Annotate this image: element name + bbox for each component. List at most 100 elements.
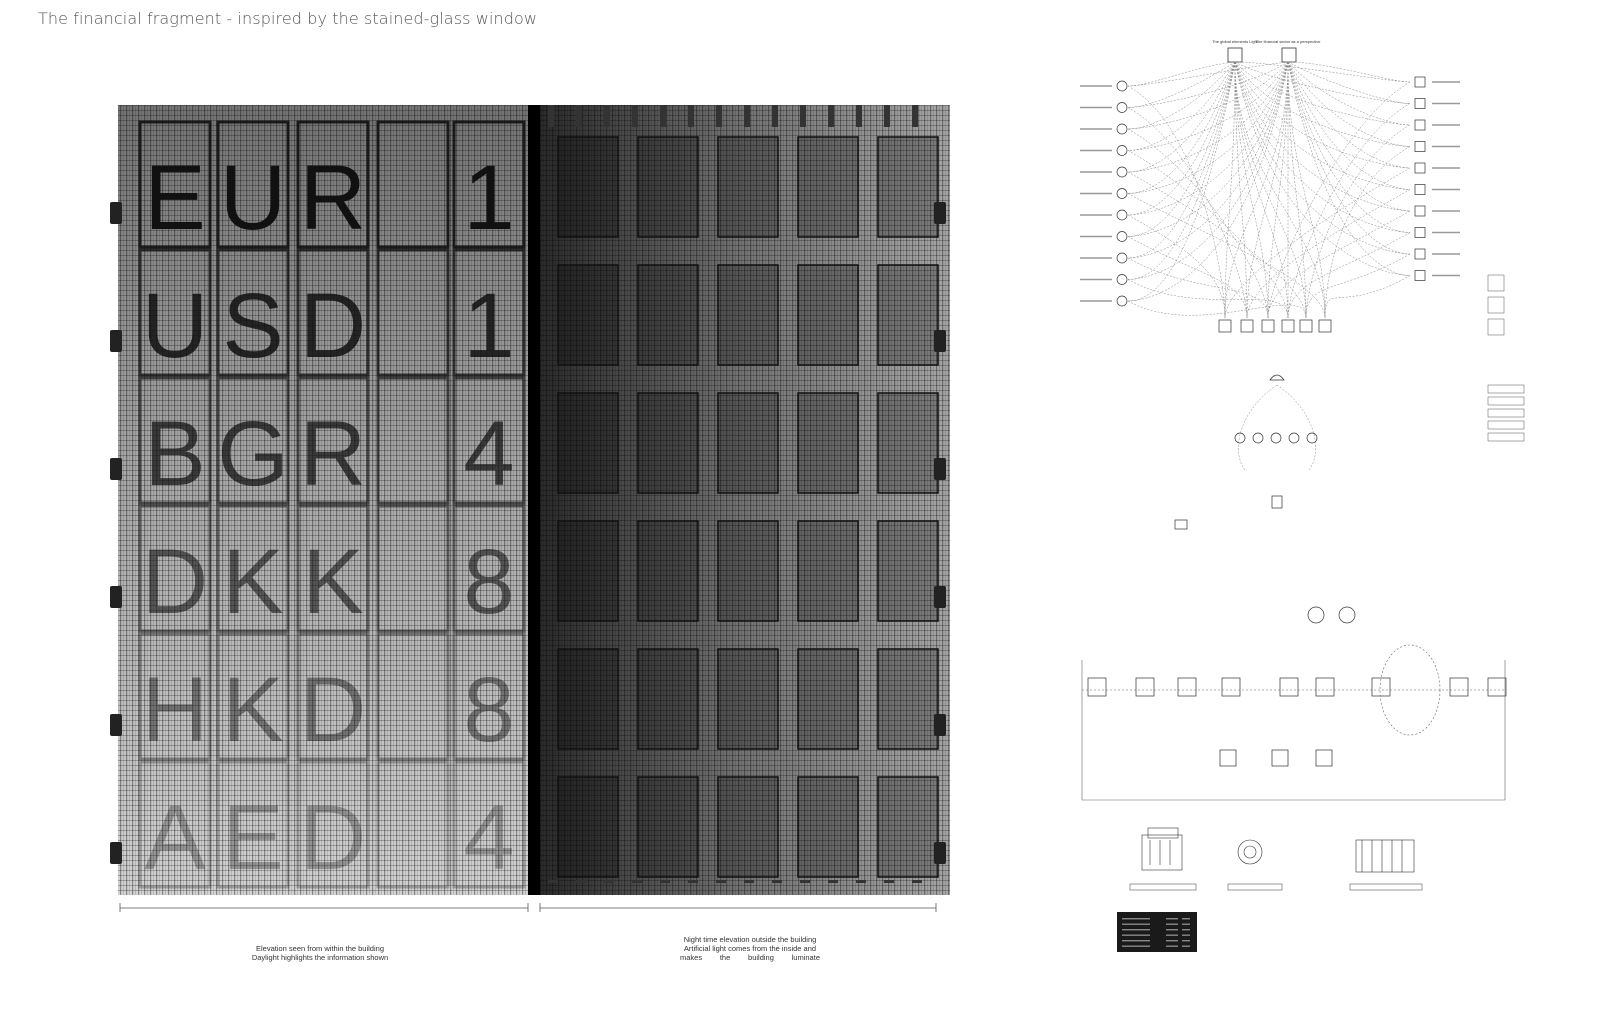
side-node-icon [1487,274,1505,292]
light-node-icon [1227,47,1243,63]
legend-box [1487,408,1525,418]
sketch-machine-right [1349,839,1423,891]
sketch-machine-middle [1227,839,1283,891]
input-node-icon [1116,252,1128,264]
shelf-bracket [934,458,946,480]
system-diagram: The global elements Light The financial … [1080,39,1525,952]
flow-step-icon [1315,677,1335,697]
bottom-slit [744,880,754,883]
process-node-icon [1261,319,1275,333]
light-node-icon [1288,432,1300,444]
currency-value-digit: 1 [463,275,514,377]
glass-pane [376,760,450,889]
input-node-icon [1116,166,1128,178]
process-node-icon [1299,319,1313,333]
output-node-icon [1414,162,1426,174]
input-node-icon [1116,295,1128,307]
glass-pane [216,504,290,633]
bottom-slit [660,880,670,883]
glass-pane [452,120,526,249]
glass-pane [296,632,370,761]
flow-step-icon [1177,677,1197,697]
bottom-slit [688,880,698,883]
output-node-icon [1414,270,1426,281]
glass-pane [216,632,290,761]
night-glass-pane [557,264,619,366]
night-glass-pane [877,392,939,494]
night-glass-pane [717,520,779,622]
night-glass-pane [877,648,939,750]
bottom-slit [884,880,894,883]
currency-code-letter: D [300,659,366,761]
building-icon [1271,495,1283,509]
glass-pane [452,504,526,633]
glass-pane [138,760,212,889]
currency-value-digit: 8 [463,659,514,761]
flow-step-icon [1487,677,1507,697]
input-node-icon [1116,80,1128,92]
legend-box [1487,420,1525,430]
glass-pane [376,120,450,249]
output-node-icon [1414,227,1426,238]
night-glass-pane [877,264,939,366]
shelf-bracket [110,842,122,864]
night-glass-pane [797,648,859,750]
top-slit [828,105,834,127]
glass-pane [216,376,290,505]
bottom-slit [828,880,838,883]
shelf-bracket [934,330,946,352]
bottom-slit [800,880,810,883]
side-node-icon [1487,318,1505,336]
caption-daylight: Elevation seen from within the building … [250,944,390,962]
bottom-slit [772,880,782,883]
output-node-icon [1414,119,1426,131]
flow-step-icon [1449,677,1469,697]
bottom-slit [716,880,726,883]
caption-daylight-line-2: Daylight highlights the information show… [251,953,389,962]
night-glass-pane [797,264,859,366]
night-glass-pane [717,136,779,238]
flow-step-icon [1315,749,1333,767]
currency-value-digit: 8 [463,531,514,633]
caption-daylight-line-1: Elevation seen from within the building [256,944,384,953]
legend-box [1487,384,1525,394]
currency-code-letter: K [222,659,283,761]
decision-node-icon [1307,606,1325,624]
light-node-icon [1234,432,1246,444]
input-node-icon [1116,274,1128,285]
night-glass-pane [637,264,699,366]
top-slit [604,105,610,127]
currency-code-letter: U [220,147,286,249]
currency-code-letter: A [144,787,206,889]
flow-step-icon [1271,749,1289,767]
glass-pane [296,504,370,633]
glass-pane [296,248,370,377]
caption-night: Night time elevation outside the buildin… [680,935,820,962]
currency-code-letter: E [222,787,283,889]
shelf-bracket [934,202,946,224]
glass-pane [138,376,212,505]
glass-pane [296,120,370,249]
night-glass-pane [797,392,859,494]
decision-node-icon [1338,606,1356,624]
legend-box [1487,396,1525,406]
top-slit [856,105,862,127]
top-slit [660,105,666,127]
shelf-bracket [934,586,946,608]
night-glass-pane [877,520,939,622]
flow-step-icon [1279,677,1299,697]
flow-step-icon [1135,677,1155,697]
currency-value-digit: 4 [463,403,514,505]
shelf-bracket [934,714,946,736]
sketch-machine-left [1129,827,1197,891]
lamp-icon [1269,374,1285,381]
shelf-bracket [110,714,122,736]
night-glass-pane [637,776,699,878]
glass-pane [296,376,370,505]
light-node-icon [1270,432,1282,444]
glass-pane [376,504,450,633]
flow-step-icon [1219,749,1237,767]
night-glass-pane [797,776,859,878]
glass-pane [452,248,526,377]
